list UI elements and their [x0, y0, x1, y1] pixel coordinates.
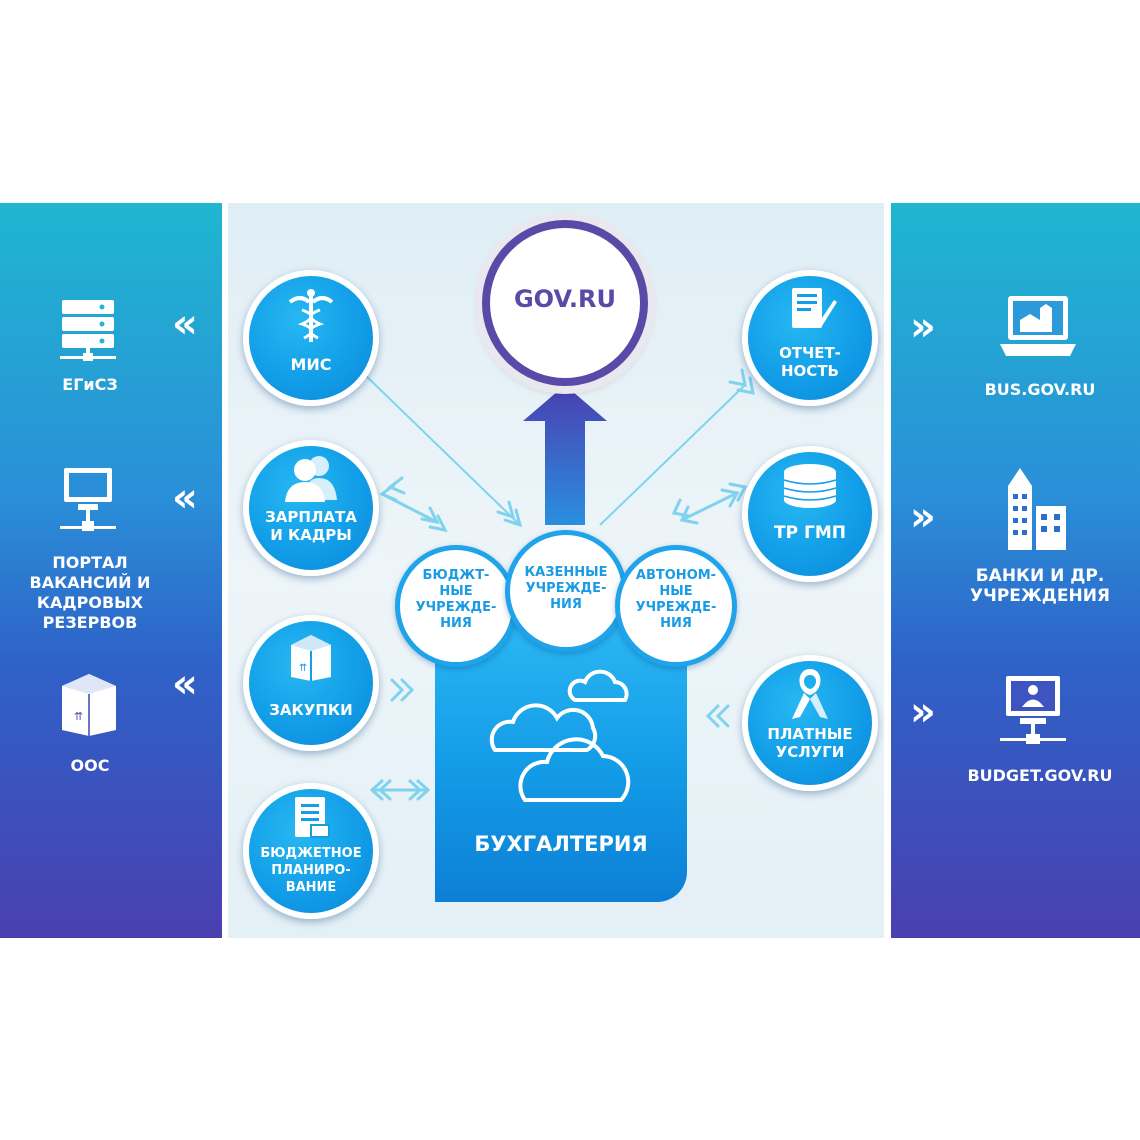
- side-label-oos: ООС: [70, 756, 110, 775]
- up-arrow: [523, 385, 607, 529]
- node-tr-gmp[interactable]: ТР ГМП: [742, 446, 878, 582]
- side-label-banks: БАНКИ И ДР. УЧРЕЖДЕНИЯ: [969, 566, 1111, 606]
- side-label-bus: BUS.GOV.RU: [984, 380, 1096, 399]
- node-autonomous-institutions[interactable]: АВТОНОМ- НЫЕ УЧРЕЖДЕ- НИЯ: [615, 545, 737, 667]
- node-label-autonomous-institutions: АВТОНОМ- НЫЕ УЧРЕЖДЕ- НИЯ: [635, 568, 717, 631]
- chevron-right-3: »: [910, 689, 936, 735]
- node-treasury-institutions[interactable]: КАЗЕННЫЕ УЧРЕЖДЕ- НИЯ: [505, 530, 627, 652]
- report-icon: [792, 288, 837, 328]
- node-label-paid-services: ПЛАТНЫЕ УСЛУГИ: [767, 725, 853, 761]
- connector-report: [599, 384, 746, 526]
- users-icon: [285, 456, 337, 502]
- ribbon-icon: [792, 669, 828, 719]
- box-icon: ⇈: [291, 635, 331, 681]
- coins-icon: [783, 464, 837, 508]
- svg-text:⇈: ⇈: [74, 710, 83, 723]
- chevron-left-1: «: [172, 301, 198, 347]
- gov-ru-label: GOV.RU: [513, 285, 617, 313]
- buildings-icon: [1000, 466, 1070, 556]
- side-label-vacancies: ПОРТАЛ ВАКАНСИЙ И КАДРОВЫХ РЕЗЕРВОВ: [29, 553, 151, 632]
- accounting-box[interactable]: [435, 620, 687, 902]
- accounting-label: БУХГАЛТЕРИЯ: [474, 832, 648, 856]
- chevron-right-2: »: [910, 494, 936, 540]
- server-icon: [60, 298, 116, 372]
- laptop-building-icon: [1000, 294, 1076, 368]
- node-label-budget-institutions: БЮДЖТ- НЫЕ УЧРЕЖДЕ- НИЯ: [415, 568, 497, 631]
- node-label-budget-planning: БЮДЖЕТНОЕ ПЛАНИРО- ВАНИЕ: [260, 846, 362, 895]
- gov-ru-circle[interactable]: GOV.RU: [482, 220, 648, 386]
- side-label-egisz: ЕГиСЗ: [62, 375, 118, 394]
- caduceus-icon: [288, 289, 334, 342]
- node-label-reporting: ОТЧЕТ- НОСТЬ: [779, 344, 841, 380]
- side-label-budget: BUDGET.GOV.RU: [967, 766, 1113, 785]
- box-icon: ⇈: [56, 668, 122, 742]
- node-salary[interactable]: ЗАРПЛАТА И КАДРЫ: [243, 440, 379, 576]
- connector-mis: [361, 371, 521, 526]
- node-label-salary: ЗАРПЛАТА И КАДРЫ: [265, 508, 357, 544]
- monitor-user-network-icon: [1000, 674, 1066, 758]
- document-icon: [295, 797, 330, 838]
- node-label-procurement: ЗАКУПКИ: [269, 701, 353, 719]
- node-paid-services[interactable]: ПЛАТНЫЕ УСЛУГИ: [742, 655, 878, 791]
- cloud-icon: [489, 669, 631, 802]
- node-budget-institutions[interactable]: БЮДЖТ- НЫЕ УЧРЕЖДЕ- НИЯ: [395, 545, 517, 667]
- node-procurement[interactable]: ⇈ ЗАКУПКИ: [243, 615, 379, 751]
- node-label-mis: МИС: [290, 355, 332, 374]
- node-budget-planning[interactable]: БЮДЖЕТНОЕ ПЛАНИРО- ВАНИЕ: [243, 783, 379, 919]
- chevron-left-2: «: [172, 475, 198, 521]
- chevron-left-3: «: [172, 661, 198, 707]
- node-label-tr-gmp: ТР ГМП: [774, 523, 846, 543]
- node-label-treasury-institutions: КАЗЕННЫЕ УЧРЕЖДЕ- НИЯ: [524, 565, 608, 612]
- node-mis[interactable]: МИС: [243, 270, 379, 406]
- svg-text:⇈: ⇈: [299, 663, 307, 674]
- monitor-network-icon: [60, 466, 116, 546]
- chevron-right-1: »: [910, 304, 936, 350]
- node-reporting[interactable]: ОТЧЕТ- НОСТЬ: [742, 270, 878, 406]
